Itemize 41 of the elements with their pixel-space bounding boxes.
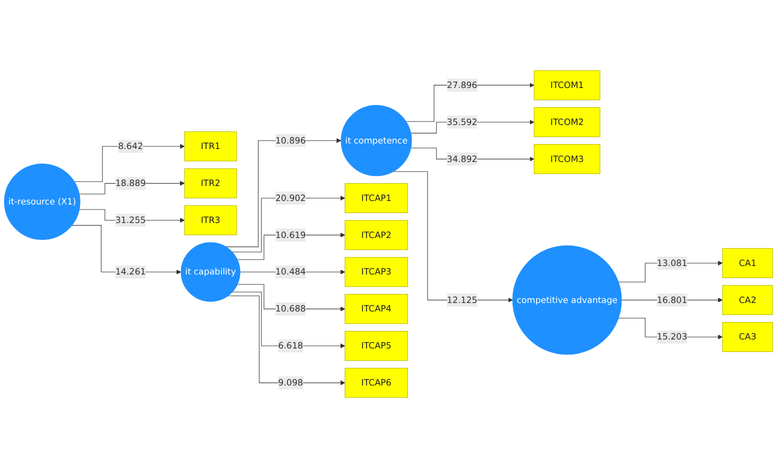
edge-label: 15.203 — [656, 332, 688, 342]
node-box: CA3 — [722, 322, 773, 352]
edge-label: 31.255 — [115, 214, 146, 226]
edge-label: 14.261 — [115, 266, 146, 277]
node-circle: it competence — [340, 105, 412, 176]
edge-label: 10.484 — [275, 266, 306, 277]
node-box: ITCAP2 — [344, 220, 408, 250]
edge-label: 6.618 — [278, 340, 304, 351]
edge-label: 8.642 — [118, 140, 144, 152]
edge-label: 34.892 — [446, 154, 478, 164]
edge-label: 13.081 — [656, 258, 688, 268]
edge-label: 9.098 — [278, 377, 304, 388]
edge-label: 12.125 — [446, 294, 478, 305]
node-box: ITR2 — [184, 168, 237, 198]
node-circle: it capability — [180, 242, 240, 302]
node-box: ITCAP5 — [344, 330, 408, 361]
edge-label: 10.688 — [275, 304, 306, 314]
arrow — [232, 196, 346, 252]
edge-label: 16.801 — [656, 294, 688, 305]
node-box: ITR1 — [184, 131, 237, 162]
node-box: ITCAP3 — [344, 257, 408, 287]
node-box: ITR3 — [184, 205, 237, 236]
edge-label: 10.619 — [275, 230, 306, 240]
node-box: ITCOM3 — [534, 144, 600, 174]
node-circle: it-resource (X1) — [4, 164, 80, 240]
node-box: ITCAP6 — [344, 368, 408, 398]
arrow — [228, 296, 346, 386]
node-box: ITCAP1 — [344, 183, 408, 214]
node-box: CA2 — [722, 285, 773, 315]
node-box: ITCOM1 — [534, 70, 600, 100]
node-circle: competitive advantage — [512, 245, 622, 355]
edge-label: 20.902 — [275, 192, 306, 204]
arrow — [226, 138, 342, 248]
node-box: ITCOM2 — [534, 107, 600, 138]
node-box: ITCAP4 — [344, 294, 408, 324]
node-box: CA1 — [722, 248, 773, 278]
edge-label: 35.592 — [446, 116, 478, 128]
edge-label: 18.889 — [115, 178, 146, 188]
edge-label: 27.896 — [446, 80, 478, 90]
arrow — [232, 292, 346, 348]
edge-label: 10.896 — [275, 135, 306, 146]
